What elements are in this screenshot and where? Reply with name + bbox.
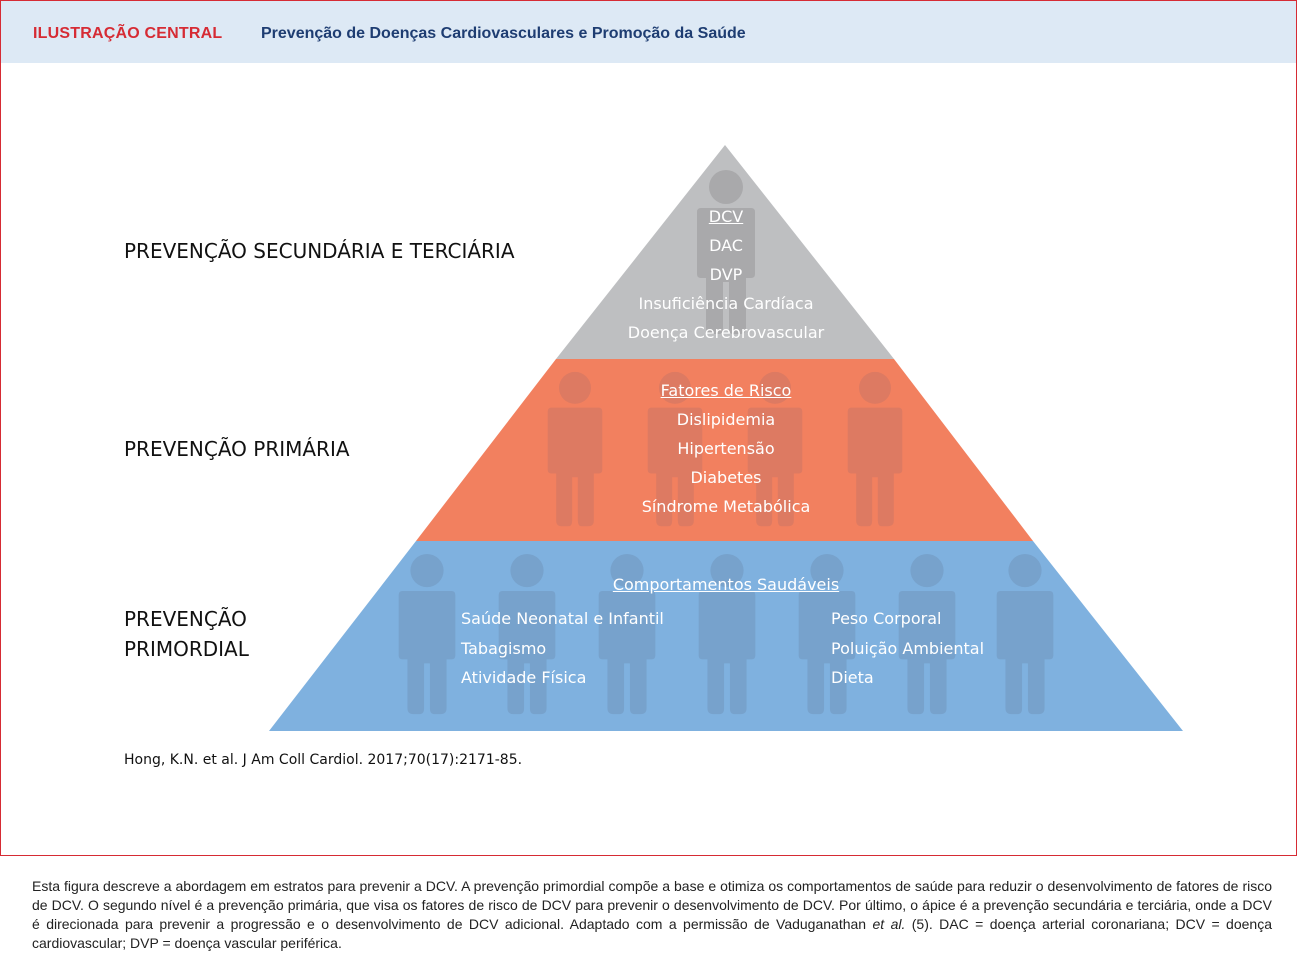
top-tier-item: Doença Cerebrovascular <box>627 323 825 342</box>
middle-tier-heading: Fatores de Risco <box>660 381 792 400</box>
caption-italic: et al. <box>872 916 906 932</box>
citation: Hong, K.N. et al. J Am Coll Cardiol. 201… <box>124 752 523 768</box>
middle-tier-item: Diabetes <box>690 468 762 487</box>
figure-header: ILUSTRAÇÃO CENTRAL Prevenção de Doenças … <box>1 1 1296 63</box>
middle-tier-item: Hipertensão <box>677 439 775 458</box>
bottom-tier-left-item: Atividade Física <box>461 668 587 687</box>
bottom-tier-right-item: Peso Corporal <box>831 609 942 628</box>
bottom-tier-heading: Comportamentos Saudáveis <box>612 575 840 594</box>
bottom-tier-right-item: Poluição Ambiental <box>831 639 985 658</box>
caption-text: Esta figura descreve a abordagem em estr… <box>32 878 1272 932</box>
figure-frame <box>0 0 1297 856</box>
middle-tier-item: Dislipidemia <box>676 410 776 429</box>
level-label-primary: PREVENÇÃO PRIMÁRIA <box>124 437 350 461</box>
figure-title: Prevenção de Doenças Cardiovasculares e … <box>261 25 746 42</box>
header-label: ILUSTRAÇÃO CENTRAL <box>33 25 223 42</box>
top-tier-item: DVP <box>709 265 743 284</box>
bottom-tier-left-item: Saúde Neonatal e Infantil <box>461 609 664 628</box>
level-label-primordial-line2: PRIMORDIAL <box>124 637 249 661</box>
caption-text-end: (5). DAC = doença arterial coronariana; … <box>32 916 1272 951</box>
top-tier-item: DAC <box>709 236 743 255</box>
bottom-tier-left-item: Tabagismo <box>461 639 547 658</box>
level-label-secondary-tertiary: PREVENÇÃO SECUNDÁRIA E TERCIÁRIA <box>124 239 515 263</box>
figure-caption: Esta figura descreve a abordagem em estr… <box>32 877 1272 953</box>
bottom-tier-right-item: Dieta <box>831 668 874 687</box>
top-tier-heading: DCV <box>708 207 744 226</box>
middle-tier-item: Síndrome Metabólica <box>641 497 811 516</box>
top-tier-item: Insuficiência Cardíaca <box>638 294 814 313</box>
level-label-primordial-line1: PREVENÇÃO <box>124 607 247 631</box>
